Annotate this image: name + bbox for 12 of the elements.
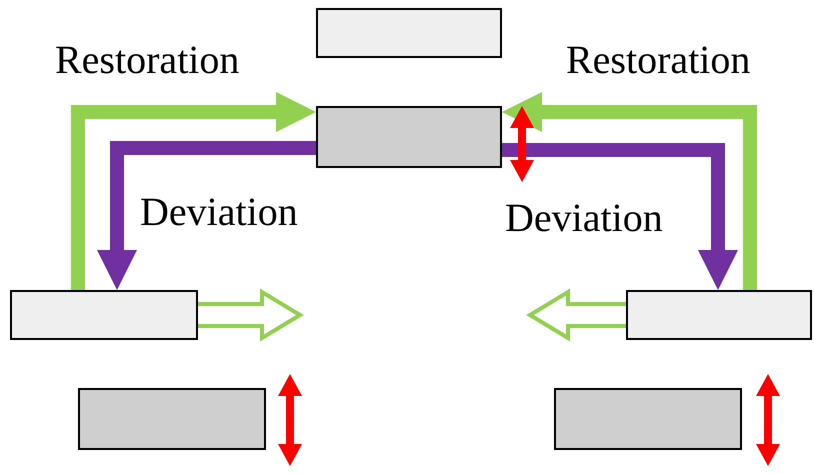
hollow-arrow	[526, 288, 628, 342]
rectangle-block	[626, 290, 812, 340]
arrow	[97, 141, 316, 290]
rectangle-block	[554, 388, 742, 450]
rectangle-block	[316, 106, 502, 168]
hollow-arrow	[196, 288, 304, 342]
rectangle-block	[316, 8, 502, 58]
rectangle-block	[10, 290, 198, 340]
arrow	[71, 92, 316, 290]
rectangle-block	[78, 388, 266, 450]
arrow	[502, 92, 757, 290]
arrow	[502, 143, 738, 290]
